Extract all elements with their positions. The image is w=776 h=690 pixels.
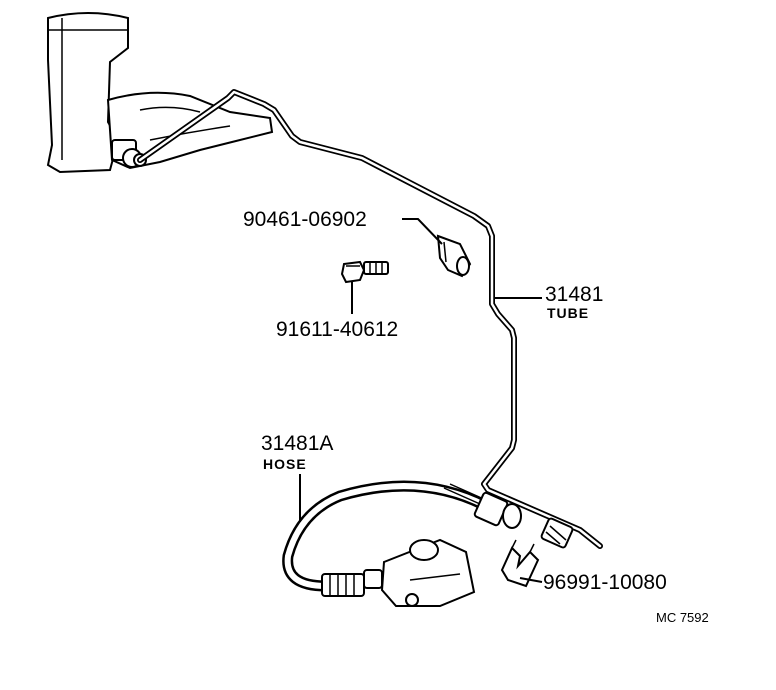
- clip-part-number: 96991-10080: [543, 571, 667, 594]
- master-cylinder: [46, 12, 274, 174]
- clip-part: [500, 539, 540, 588]
- release-cylinder: [380, 538, 476, 607]
- tube-name-label: TUBE: [547, 305, 589, 321]
- clamp-part: [436, 234, 472, 278]
- hose-31481a: [282, 480, 522, 597]
- tube-31481: [137, 89, 603, 549]
- leader-lines: [299, 218, 543, 583]
- clamp-part-number: 90461-06902: [243, 208, 367, 231]
- bolt-part-number: 91611-40612: [276, 318, 398, 341]
- hose-name-label: HOSE: [263, 456, 307, 472]
- tube-end-fitting: [540, 517, 574, 549]
- hose-part-number: 31481A: [261, 432, 333, 455]
- tube-part-number: 31481: [545, 283, 603, 306]
- diagram-reference: MC 7592: [656, 610, 709, 625]
- bolt-part: [340, 260, 389, 284]
